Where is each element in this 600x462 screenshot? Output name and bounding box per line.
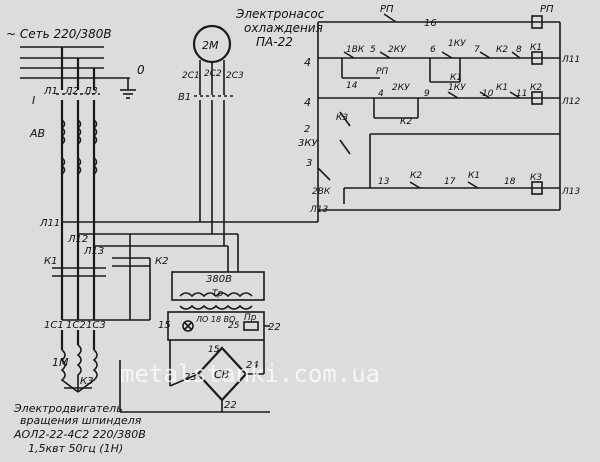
pump-phase-2: 2С2 [204,69,222,79]
pump-title-1: Электронасос [235,7,325,21]
row3-label-4: К1 [468,171,480,181]
row1-label-5: 7 [474,45,480,55]
node-15b-label: 15 [208,345,220,355]
node-14-label: 14 [346,81,358,91]
transformer-label: Тр [212,289,223,299]
rectifier-label: СВ [214,368,229,381]
row3-label-2: К2 [410,171,422,181]
motor-caption-4: 1,5квт 50гц (1Н) [28,442,123,455]
row3-label-3: 17 [444,177,456,187]
row2-label-4: 10 [482,89,494,99]
pump-phase-3: 2С3 [226,71,244,81]
roman-one-label: I [32,94,35,107]
row3-label-6: К3 [530,173,542,183]
motor-caption-3: АОЛ2-22-4С2 220/380В [13,428,146,441]
row1-label-0: 1ВК [346,45,365,55]
row3-labels: 2ВК 13 К2 17 К1 18 К3 Л13 [312,171,580,197]
row1-label-6: К2 [496,45,508,55]
node-3ku-label: 3КУ [298,138,318,149]
c1-label: 1С1 [44,320,64,331]
row1-label-3: 6 [430,45,436,55]
row1-label-4: 1КУ [448,39,466,49]
k2-mid-label: К2 [400,117,412,127]
row2-label-3: 1КУ [448,83,466,93]
node-22b-label: 22 [224,400,237,411]
rp-mid-label: РП [376,67,388,77]
network-label: ~ Сеть 220/380В [6,27,112,41]
row1-label-2: 2КУ [388,45,406,55]
rp-right-label: РП [540,4,554,15]
row1-label-9: Л11 [561,55,580,65]
row2-label-8: Л12 [561,97,580,107]
spindle-motor [60,330,98,393]
c3-label: 1С3 [86,320,106,331]
row3-label-1: 13 [378,177,390,187]
k3-label: К3 [80,376,93,387]
row2-label-6: 11 [516,89,527,99]
line13-label: Л13 [83,246,104,257]
coolant-pump [192,24,234,246]
transformer-block [119,234,270,413]
row2-label-5: К1 [496,83,508,93]
transformer-voltage: 380В [206,274,232,285]
row2-labels: 4 2КУ 9 1КУ 10 К1 11 К2 Л12 [378,83,580,107]
node-3-label: 3 [306,158,312,169]
main-switch-label: АВ [29,127,45,140]
k2-label: К2 [155,256,168,267]
line2-label: Л2 [64,86,79,97]
row2-label-1: 2КУ [392,83,410,93]
row1-label-1: 5 [370,45,376,55]
row3-label-7: Л13 [561,187,580,197]
pump-phase-1: 2С1 [182,71,200,81]
node-16-label: 16 [424,18,437,29]
row1-label-8: К1 [530,43,542,53]
row3-label-5: 18 [504,177,516,187]
lamp-label: ЛО 18 ВО [195,315,235,324]
line11-label: Л11 [39,218,60,229]
motor-caption-2: вращения шпинделя [20,414,142,427]
row2-label-2: 9 [424,89,430,99]
pump-switch-label: В1 [178,92,191,103]
node-2-label: 2 [304,124,310,135]
line3-label: Л3 [83,86,98,97]
contactors [52,234,151,321]
distribution-lines [62,209,560,247]
motor-caption-1: Электродвигатель [13,402,123,415]
node-4a-label: 4 [304,56,311,69]
rp-top-label: РП [380,4,394,15]
line1-label: Л1 [43,86,58,97]
c2-label: 1С2 [66,320,86,331]
row3-label-0: 2ВК [312,187,331,197]
control-circuit [317,13,561,210]
k1-label: К1 [44,256,57,267]
fuse-label: Пр [244,313,257,323]
node-24-label: 24 [246,360,259,371]
node-4b-label: 4 [304,96,311,109]
row1-label-7: 8 [516,45,522,55]
node-k3-label: К3 [336,113,348,123]
pump-motor-label: 2М [202,39,219,52]
pump-title-3: ПА-22 [256,35,293,49]
row1-labels: 1ВК 5 2КУ 6 1КУ 7 К2 8 К1 Л11 [346,39,580,65]
phase-wires [56,47,100,320]
watermark: metalstanki.com.ua [120,360,380,388]
node-23-label: 23 [184,372,197,383]
node-15-label: 15 [158,320,171,331]
line12-label: Л12 [67,234,88,245]
motor-1m-label: 1М [52,356,69,369]
row2-label-0: 4 [378,89,384,99]
ground-label: 0 [137,63,145,77]
k1-mid-label: К1 [450,73,462,83]
line13b-label: Л13 [309,205,328,215]
node-25-label: 25 [228,321,240,331]
pump-title-2: охлаждения [244,21,323,35]
node-22-label: 22 [268,322,281,333]
row2-label-7: К2 [530,83,542,93]
